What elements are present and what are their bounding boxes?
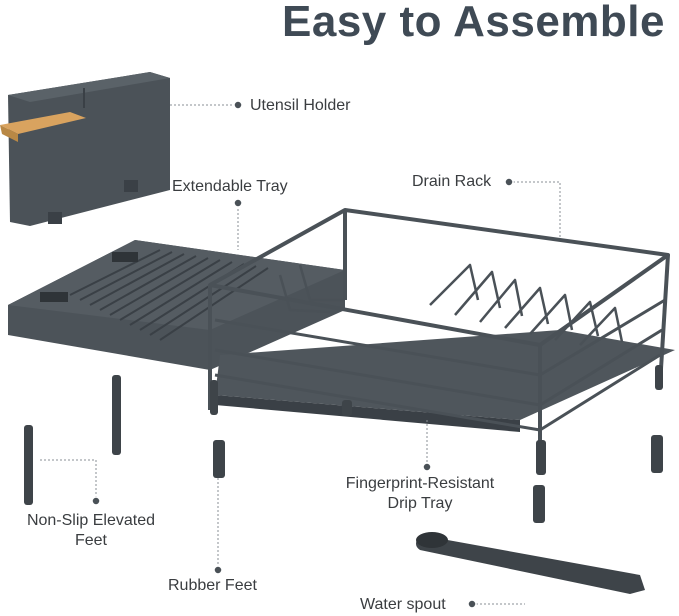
rubber-feet-image (24, 365, 663, 523)
utensil-holder-label: Utensil Holder (250, 97, 351, 114)
water-spout-image (416, 532, 645, 594)
page-title: Easy to Assemble (282, 0, 665, 46)
drip-tray-label: Fingerprint-Resistant Drip Tray (330, 474, 510, 514)
extendable-tray-label: Extendable Tray (172, 178, 288, 195)
drip-tray-image (215, 330, 675, 432)
drip-tray-label-line2: Drip Tray (387, 495, 453, 512)
non-slip-feet-label-line1: Non-Slip Elevated (26, 512, 156, 529)
non-slip-feet-label: Non-Slip Elevated Feet (14, 511, 168, 551)
utensil-holder-image (0, 72, 170, 226)
rubber-feet-label: Rubber Feet (168, 577, 257, 594)
non-slip-feet-label-line2: Feet (74, 532, 107, 549)
drip-tray-label-line1: Fingerprint-Resistant (345, 475, 495, 492)
leader-lines (40, 104, 561, 605)
water-spout-label: Water spout (360, 596, 446, 613)
leader-dots (91, 100, 514, 609)
drain-rack-label: Drain Rack (412, 173, 492, 190)
